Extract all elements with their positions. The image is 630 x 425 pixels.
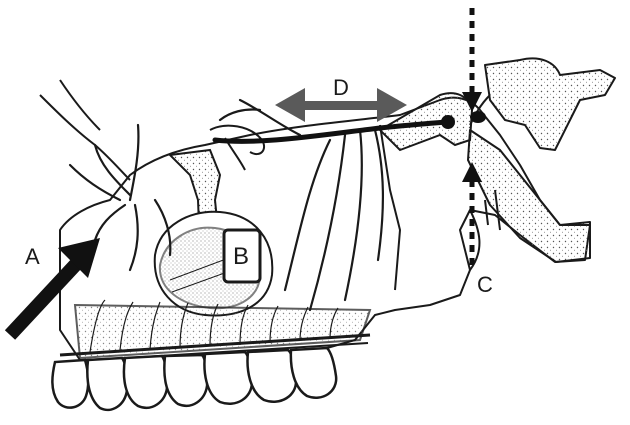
sphenoid-bone	[468, 58, 615, 262]
label-a: A	[25, 246, 40, 268]
label-c: C	[477, 274, 493, 296]
label-d: D	[333, 77, 349, 99]
label-b: B	[233, 245, 249, 269]
foramen-dot	[470, 111, 486, 123]
